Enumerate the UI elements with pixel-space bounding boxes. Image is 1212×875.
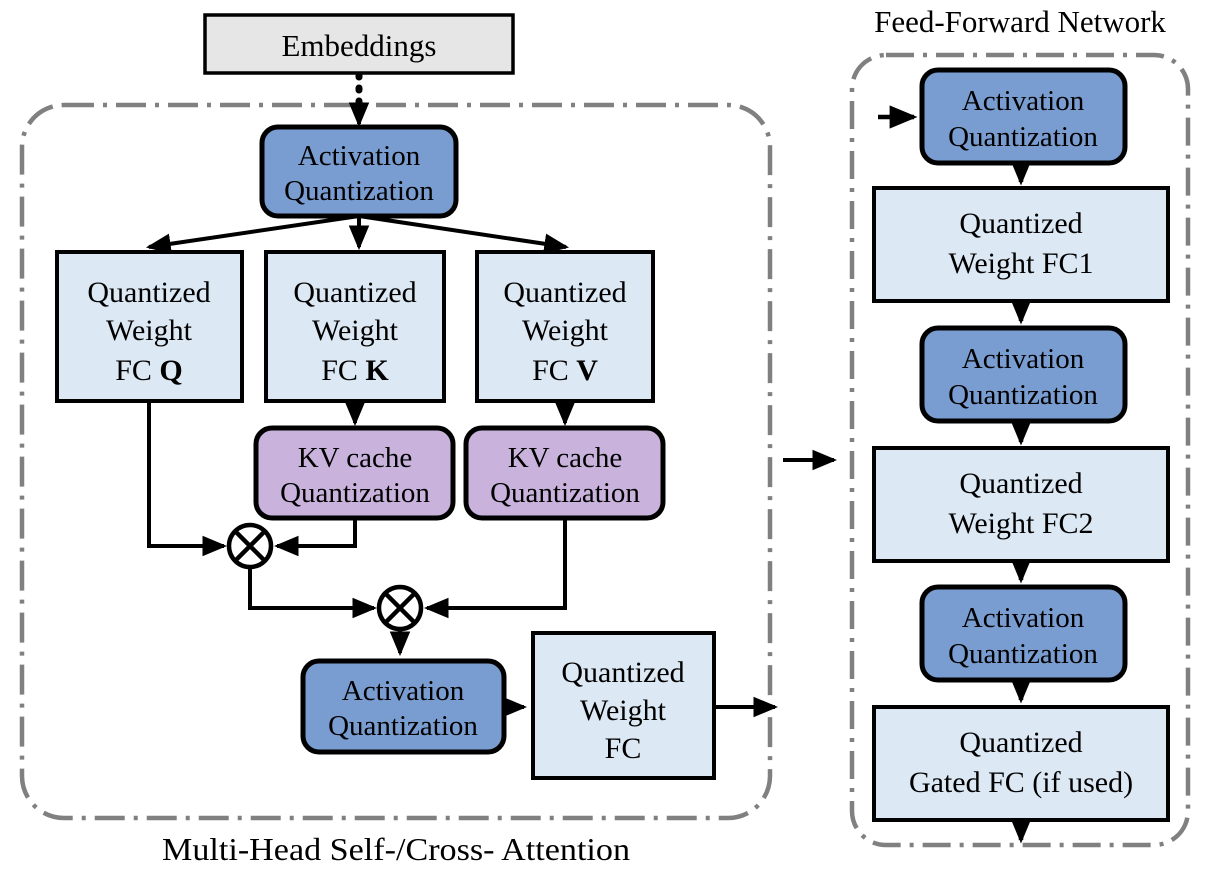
node-ffn-quantized-weight-fc1[interactable]: Quantized Weight FC1 [872, 186, 1170, 303]
node-label-line2: Weight [580, 694, 667, 727]
node-label-line1: Quantized [959, 207, 1082, 240]
node-ffn-quantized-weight-fc2[interactable]: Quantized Weight FC2 [872, 446, 1170, 563]
node-label-line2: Weight [312, 314, 399, 347]
matmul-qk-node [226, 522, 274, 570]
attention-connectors [145, 71, 838, 718]
node-label-line1: Activation [342, 675, 465, 707]
node-quantized-weight-fc-q[interactable]: Quantized Weight FC Q [55, 250, 244, 403]
node-label-line1: Quantized [293, 276, 416, 309]
node-label-line1: Activation [298, 140, 421, 172]
node-label-line2: Quantization [948, 121, 1098, 153]
node-label-line3: FC V [532, 354, 598, 387]
attention-group-border [19, 102, 773, 821]
ffn-group-title: Feed-Forward Network [874, 4, 1166, 39]
node-label-line1: KV cache [508, 442, 623, 474]
node-ffn-activation-quantization-2[interactable]: Activation Quantization [919, 325, 1128, 424]
node-label-line1: Activation [962, 343, 1085, 375]
matmul-sv-node [376, 584, 424, 632]
node-ffn-quantized-gated-fc[interactable]: Quantized Gated FC (if used) [872, 705, 1170, 822]
node-ffn-activation-quantization-1[interactable]: Activation Quantization [919, 67, 1128, 166]
node-attention-activation-quantization-top[interactable]: Activation Quantization [259, 124, 459, 219]
node-quantized-weight-fc-k[interactable]: Quantized Weight FC K [264, 250, 446, 403]
node-attention-output-quantized-weight-fc[interactable]: Quantized Weight FC [531, 631, 716, 780]
node-label-line1: Quantized [561, 656, 684, 689]
node-label-line1: Quantized [959, 726, 1082, 759]
node-kv-cache-quantization-v[interactable]: KV cache Quantization [463, 425, 666, 521]
node-embeddings[interactable]: Embeddings [203, 13, 515, 75]
node-label-line1: KV cache [298, 442, 413, 474]
node-label-line2: Gated FC (if used) [909, 766, 1133, 799]
node-label-line2: Quantization [328, 710, 478, 742]
node-label-line2: Weight FC1 [948, 247, 1093, 280]
node-label-line3: FC K [321, 354, 389, 387]
node-label-line2: Weight FC2 [948, 507, 1093, 540]
node-kv-cache-quantization-k[interactable]: KV cache Quantization [253, 425, 456, 521]
node-label-line3: FC [605, 732, 642, 765]
node-label-line1: Quantized [959, 467, 1082, 500]
node-label-line2: Quantization [948, 638, 1098, 670]
node-quantized-weight-fc-v[interactable]: Quantized Weight FC V [475, 250, 655, 403]
node-label-line2: Weight [106, 314, 193, 347]
attention-group-caption: Multi-Head Self-/Cross- Attention [162, 831, 630, 867]
node-label-line2: Quantization [280, 477, 430, 509]
node-label-line3: FC Q [115, 354, 183, 387]
node-label-line1: Quantized [87, 276, 210, 309]
node-label-line1: Quantized [503, 276, 626, 309]
node-label-line2: Quantization [490, 477, 640, 509]
node-ffn-activation-quantization-3[interactable]: Activation Quantization [919, 584, 1128, 683]
node-label-line2: Quantization [284, 175, 434, 207]
node-label-line1: Activation [962, 85, 1085, 117]
node-label-line2: Quantization [948, 379, 1098, 411]
node-label-line2: Weight [522, 314, 609, 347]
node-embeddings-label: Embeddings [282, 28, 437, 63]
node-label-line1: Activation [962, 602, 1085, 634]
node-attention-activation-quantization-bottom[interactable]: Activation Quantization [300, 658, 507, 755]
